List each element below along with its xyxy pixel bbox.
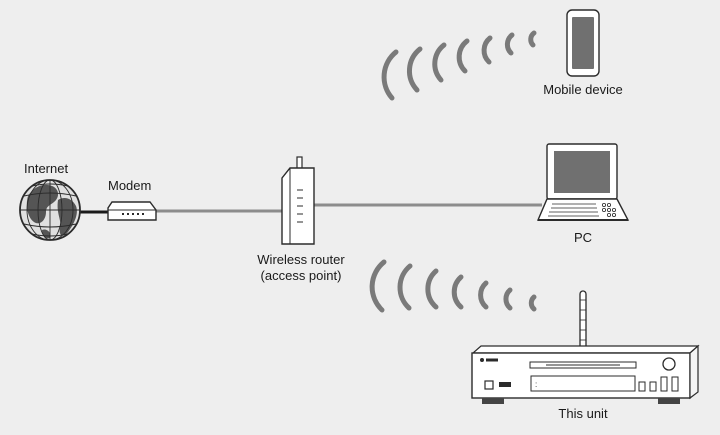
wave-unit-5: [478, 280, 489, 310]
wave-unit-1: [369, 259, 387, 313]
label-router-line1: Wireless router: [257, 252, 345, 267]
label-mobile-text: Mobile device: [543, 82, 623, 97]
label-unit-text: This unit: [558, 406, 608, 421]
label-mobile: Mobile device: [533, 82, 633, 98]
laptop-icon: [536, 143, 630, 221]
smartphone-icon: [566, 9, 600, 77]
label-modem: Modem: [108, 178, 151, 194]
label-internet-text: Internet: [24, 161, 69, 176]
label-router-line2: (access point): [260, 268, 342, 283]
wifi-waves-icon: [369, 259, 537, 313]
label-modem-text: Modem: [108, 178, 152, 193]
svg-text::: :: [535, 380, 537, 389]
label-router: Wireless router (access point): [246, 252, 356, 284]
globe-icon: [19, 179, 81, 241]
label-pc: PC: [563, 230, 603, 246]
wave-mobile-3: [432, 42, 447, 83]
wave-mobile-5: [481, 35, 493, 65]
wave-unit-3: [425, 268, 439, 310]
label-internet: Internet: [24, 161, 68, 177]
wave-mobile-6: [504, 32, 515, 56]
wifi-waves-icon: [381, 30, 537, 101]
wave-mobile-4: [456, 38, 470, 74]
wave-mobile-1: [381, 49, 399, 101]
modem-icon: [107, 201, 157, 221]
wave-unit-7: [528, 294, 537, 312]
network-player-icon: :: [471, 290, 700, 404]
label-unit: This unit: [543, 406, 623, 422]
wave-mobile-7: [528, 30, 537, 48]
wave-unit-4: [451, 274, 464, 310]
wave-mobile-2: [406, 46, 423, 93]
label-pc-text: PC: [573, 230, 593, 245]
router-icon: [281, 156, 315, 245]
wave-unit-2: [397, 263, 413, 311]
wave-unit-6: [503, 287, 513, 311]
